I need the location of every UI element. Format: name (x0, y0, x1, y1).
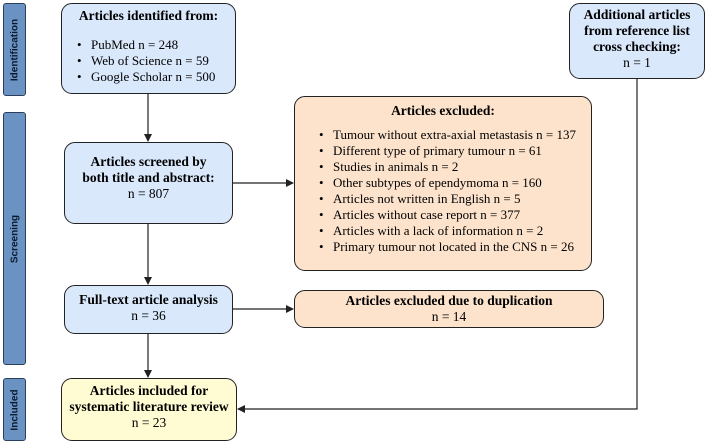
additional-line-1: Additional articles (583, 7, 691, 22)
identified-box: Articles identified from: PubMed n = 248… (61, 3, 236, 94)
excluded-item: Articles not written in English n = 5 (315, 191, 583, 207)
duplicates-box: Articles excluded due to duplication n =… (294, 290, 604, 328)
identified-item-pubmed: PubMed n = 248 (73, 37, 229, 53)
excluded-item: Different type of primary tumour n = 61 (315, 143, 583, 159)
stage-included: Included (3, 378, 26, 441)
duplicates-title: Articles excluded due to duplication (345, 293, 553, 308)
screened-box: Articles screened by both title and abst… (64, 142, 233, 224)
additional-count: n = 1 (623, 55, 651, 70)
excluded-item: Articles without case report n = 377 (315, 207, 583, 223)
included-box: Articles included for systematic literat… (61, 378, 237, 441)
excluded-box: Articles excluded: Tumour without extra-… (294, 96, 592, 271)
identified-item-scholar: Google Scholar n = 500 (73, 69, 229, 85)
identified-item-wos: Web of Science n = 59 (73, 53, 229, 69)
excluded-list: Tumour without extra-axial metastasis n … (303, 127, 583, 255)
excluded-item: Studies in animals n = 2 (315, 159, 583, 175)
additional-line-3: cross checking: (593, 39, 681, 54)
identified-list: PubMed n = 248 Web of Science n = 59 Goo… (68, 37, 229, 85)
additional-line-2: from reference list (584, 23, 690, 38)
excluded-item: Primary tumour not located in the CNS n … (315, 239, 583, 255)
stage-screening: Screening (3, 112, 26, 365)
included-count: n = 23 (131, 415, 167, 430)
stage-screening-label: Screening (9, 214, 20, 263)
excluded-title: Articles excluded: (391, 103, 495, 118)
included-line-1: Articles included for (89, 383, 209, 398)
stage-identification: Identification (3, 3, 26, 96)
fulltext-box: Full-text article analysis n = 36 (64, 285, 233, 334)
excluded-item: Tumour without extra-axial metastasis n … (315, 127, 583, 143)
excluded-item: Other subtypes of ependymoma n = 160 (315, 175, 583, 191)
included-line-2: systematic literature review (69, 399, 229, 414)
duplicates-count: n = 14 (431, 309, 467, 324)
screened-line-1: Articles screened by (90, 154, 207, 169)
additional-box: Additional articles from reference list … (569, 3, 705, 79)
stage-included-label: Included (9, 388, 20, 431)
screened-count: n = 807 (127, 186, 170, 201)
screened-line-2: both title and abstract: (82, 170, 215, 185)
excluded-item: Articles with a lack of information n = … (315, 223, 583, 239)
fulltext-title: Full-text article analysis (79, 292, 218, 307)
fulltext-count: n = 36 (131, 308, 166, 323)
identified-title: Articles identified from: (78, 8, 219, 23)
stage-identification-label: Identification (9, 18, 20, 81)
